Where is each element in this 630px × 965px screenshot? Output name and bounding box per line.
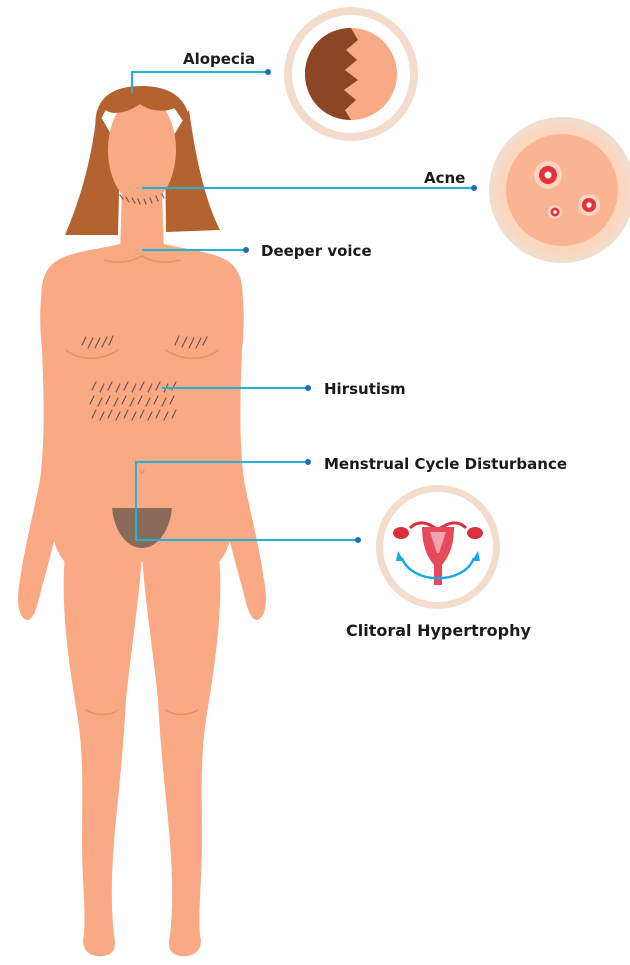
acne-dot xyxy=(471,185,477,191)
pimple-medium xyxy=(578,194,600,216)
acne-skin-icon xyxy=(489,117,630,263)
menstrual-dot xyxy=(305,459,311,465)
alopecia-dot xyxy=(265,69,271,75)
right-leg xyxy=(142,555,220,956)
acne-label: Acne xyxy=(424,171,465,186)
pimple-small xyxy=(548,205,562,219)
alopecia-scalp-icon xyxy=(284,7,418,141)
uterus-icon xyxy=(376,485,500,609)
clitoral-dot xyxy=(355,537,361,543)
right-ovary xyxy=(467,527,483,539)
pimple-large xyxy=(534,161,562,189)
clitoral-hypertrophy-label: Clitoral Hypertrophy xyxy=(346,623,531,639)
alopecia-label: Alopecia xyxy=(183,52,255,67)
hirsutism-label: Hirsutism xyxy=(324,382,406,397)
acne-skin xyxy=(506,134,618,246)
deeper-voice-label: Deeper voice xyxy=(261,244,372,259)
hirsutism-dot xyxy=(305,385,311,391)
left-leg xyxy=(64,555,142,956)
menstrual-cycle-label: Menstrual Cycle Disturbance xyxy=(324,457,567,472)
voice-dot xyxy=(243,247,249,253)
left-ovary xyxy=(393,527,409,539)
woman-body-figure xyxy=(18,86,266,956)
